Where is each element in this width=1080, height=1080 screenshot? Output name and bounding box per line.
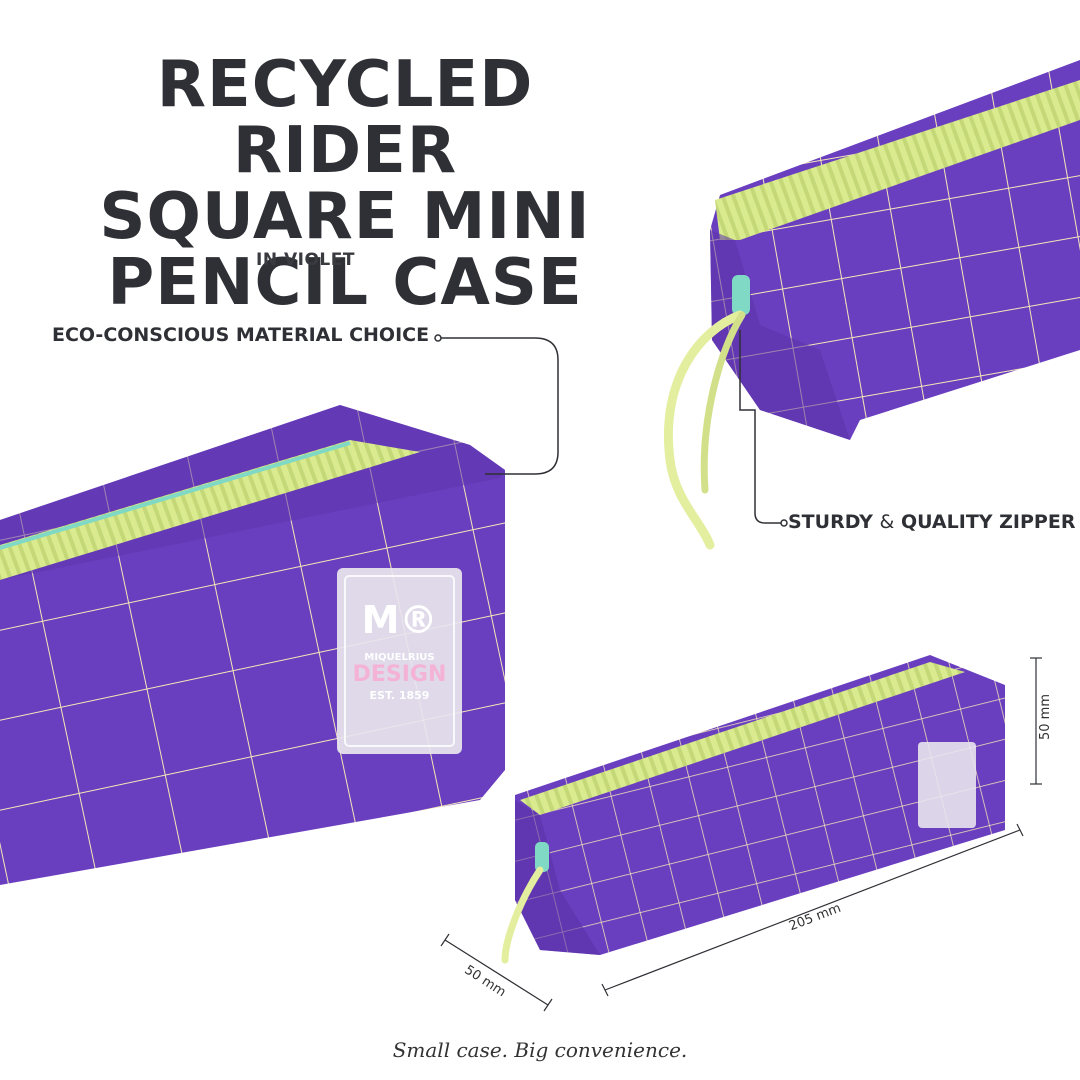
dimension-lines bbox=[440, 657, 1042, 1012]
callout-zipper: STURDY & QUALITY ZIPPER bbox=[788, 511, 1075, 533]
title-line-2: SQUARE MINI bbox=[99, 180, 591, 254]
callout-material: ECO-CONSCIOUS MATERIAL CHOICE bbox=[52, 324, 430, 346]
title-line-1: RECYCLED RIDER bbox=[156, 48, 534, 188]
callout-zipper-amp: & bbox=[879, 511, 895, 533]
large-case bbox=[0, 405, 505, 885]
label-established: EST. 1859 bbox=[369, 689, 430, 702]
dimension-height: 50 mm bbox=[1038, 693, 1053, 740]
page-subtitle: IN VIOLET bbox=[256, 250, 355, 270]
zipper-pull-icon bbox=[535, 842, 549, 872]
label-patch bbox=[337, 568, 462, 754]
label-logo: M® bbox=[361, 598, 438, 642]
tagline: Small case. Big convenience. bbox=[392, 1038, 688, 1062]
zipper-pull-icon bbox=[732, 275, 750, 315]
top-right-case bbox=[664, 60, 1080, 550]
page-title: RECYCLED RIDER SQUARE MINI PENCIL CASE bbox=[40, 52, 650, 316]
callout-zipper-a: STURDY bbox=[788, 511, 873, 533]
bottom-right-case bbox=[501, 655, 1005, 964]
label-brand-design: DESIGN bbox=[352, 662, 447, 687]
callout-zipper-b: QUALITY ZIPPER bbox=[900, 511, 1076, 533]
label-brand-small: MIQUELRIUS bbox=[364, 652, 435, 663]
callout-lines bbox=[434, 330, 788, 527]
title-line-3: PENCIL CASE bbox=[107, 246, 583, 320]
label-patch-text: M® MIQUELRIUS DESIGN EST. 1859 bbox=[337, 600, 462, 702]
